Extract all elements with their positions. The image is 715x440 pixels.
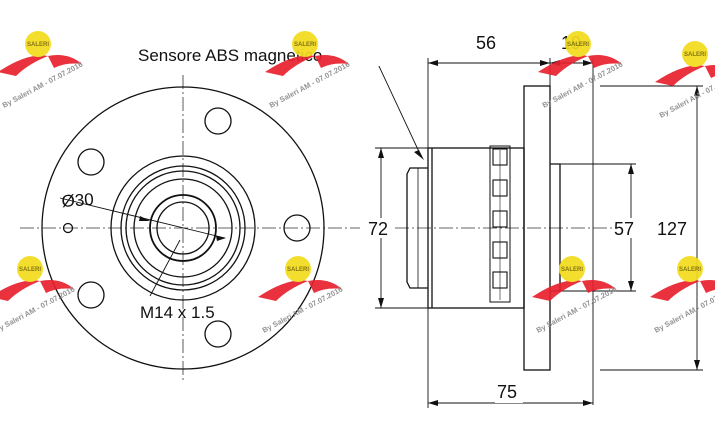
logo-badge [25, 31, 51, 57]
bore [149, 194, 217, 262]
bolt-hole [283, 214, 311, 242]
wing-shape [700, 280, 715, 293]
dim-arrow [540, 60, 550, 66]
hub-outer-ring [110, 155, 256, 301]
thread-label: M14 x 1.5 [140, 303, 215, 322]
dim-arrow [378, 298, 384, 308]
dim-bg [612, 218, 642, 238]
wing-shape [655, 65, 705, 86]
dim-arrow [583, 400, 593, 406]
abs-sensor-leader-arrow [414, 150, 424, 160]
wing-shape [588, 55, 622, 68]
dim-arrow [694, 86, 700, 96]
dim-bg [656, 218, 696, 238]
front-view [20, 75, 360, 380]
abs-sensor-leader [377, 63, 422, 157]
bore-inner [156, 201, 210, 255]
dim-arrow [583, 60, 593, 66]
bore-diameter-label: Ø30 [61, 190, 94, 211]
dim-arrow [428, 60, 438, 66]
bore-leader-arrow [216, 236, 226, 241]
dim-arrow [628, 281, 634, 291]
logo-badge [17, 256, 43, 282]
dim-56: 56 [476, 33, 496, 53]
hub-ring-2 [120, 165, 246, 291]
wing-shape [0, 55, 48, 76]
logo-badge [682, 41, 708, 67]
logo-badge-text: SALERI [561, 267, 583, 273]
dim-57: 57 [614, 219, 634, 239]
wing-shape [532, 280, 582, 301]
abs-ring [489, 145, 511, 303]
logo-badge-text: SALERI [27, 42, 49, 48]
logo-badge [285, 256, 311, 282]
flange-outline [41, 86, 325, 370]
dim-72: 72 [368, 219, 388, 239]
logo-badge-text: SALERI [684, 52, 706, 58]
logo-badge [677, 256, 703, 282]
wing-shape [582, 280, 616, 293]
dim-bg [495, 383, 523, 403]
bore-leader-arrow [139, 216, 150, 221]
wing-shape [705, 65, 715, 78]
bolt-hole [77, 148, 105, 176]
wing-shape [308, 280, 342, 293]
logo-badge-text: SALERI [19, 267, 41, 273]
bolt-hole [204, 320, 232, 348]
dim-arrow [694, 360, 700, 370]
dim-arrow [428, 400, 438, 406]
logo-badge [292, 31, 318, 57]
thread-leader [149, 239, 181, 297]
hub-ring-3 [125, 170, 241, 286]
wing-shape [0, 280, 40, 301]
abs-sensor-label: Sensore ABS magnetico [138, 46, 322, 65]
wing-shape [650, 280, 700, 301]
logo-badge-text: SALERI [567, 42, 589, 48]
dim-arrow [628, 164, 634, 174]
logo-badge-text: SALERI [679, 267, 701, 273]
wing-shape [40, 280, 74, 293]
bolt-hole [77, 281, 105, 309]
hub-ring-4 [133, 178, 233, 278]
logo-badge [559, 256, 585, 282]
wing-shape [258, 280, 308, 301]
hub-body [427, 147, 525, 309]
wing-shape [48, 55, 82, 68]
dim-75: 75 [497, 382, 517, 402]
logo-badge [565, 31, 591, 57]
wing-shape [538, 55, 588, 76]
wing-shape [265, 55, 315, 76]
dim-arrow [378, 148, 384, 158]
pilot [550, 163, 561, 292]
logo-badge-text: SALERI [294, 42, 316, 48]
dim-127: 127 [657, 219, 687, 239]
snout [406, 167, 428, 289]
wing-shape [315, 55, 349, 68]
logo-badge-text: SALERI [287, 267, 309, 273]
dim-bg [362, 218, 394, 238]
dimension-lines [375, 58, 703, 408]
pin-hole [62, 222, 74, 234]
side-view [377, 63, 640, 371]
bolt-hole [204, 107, 232, 135]
